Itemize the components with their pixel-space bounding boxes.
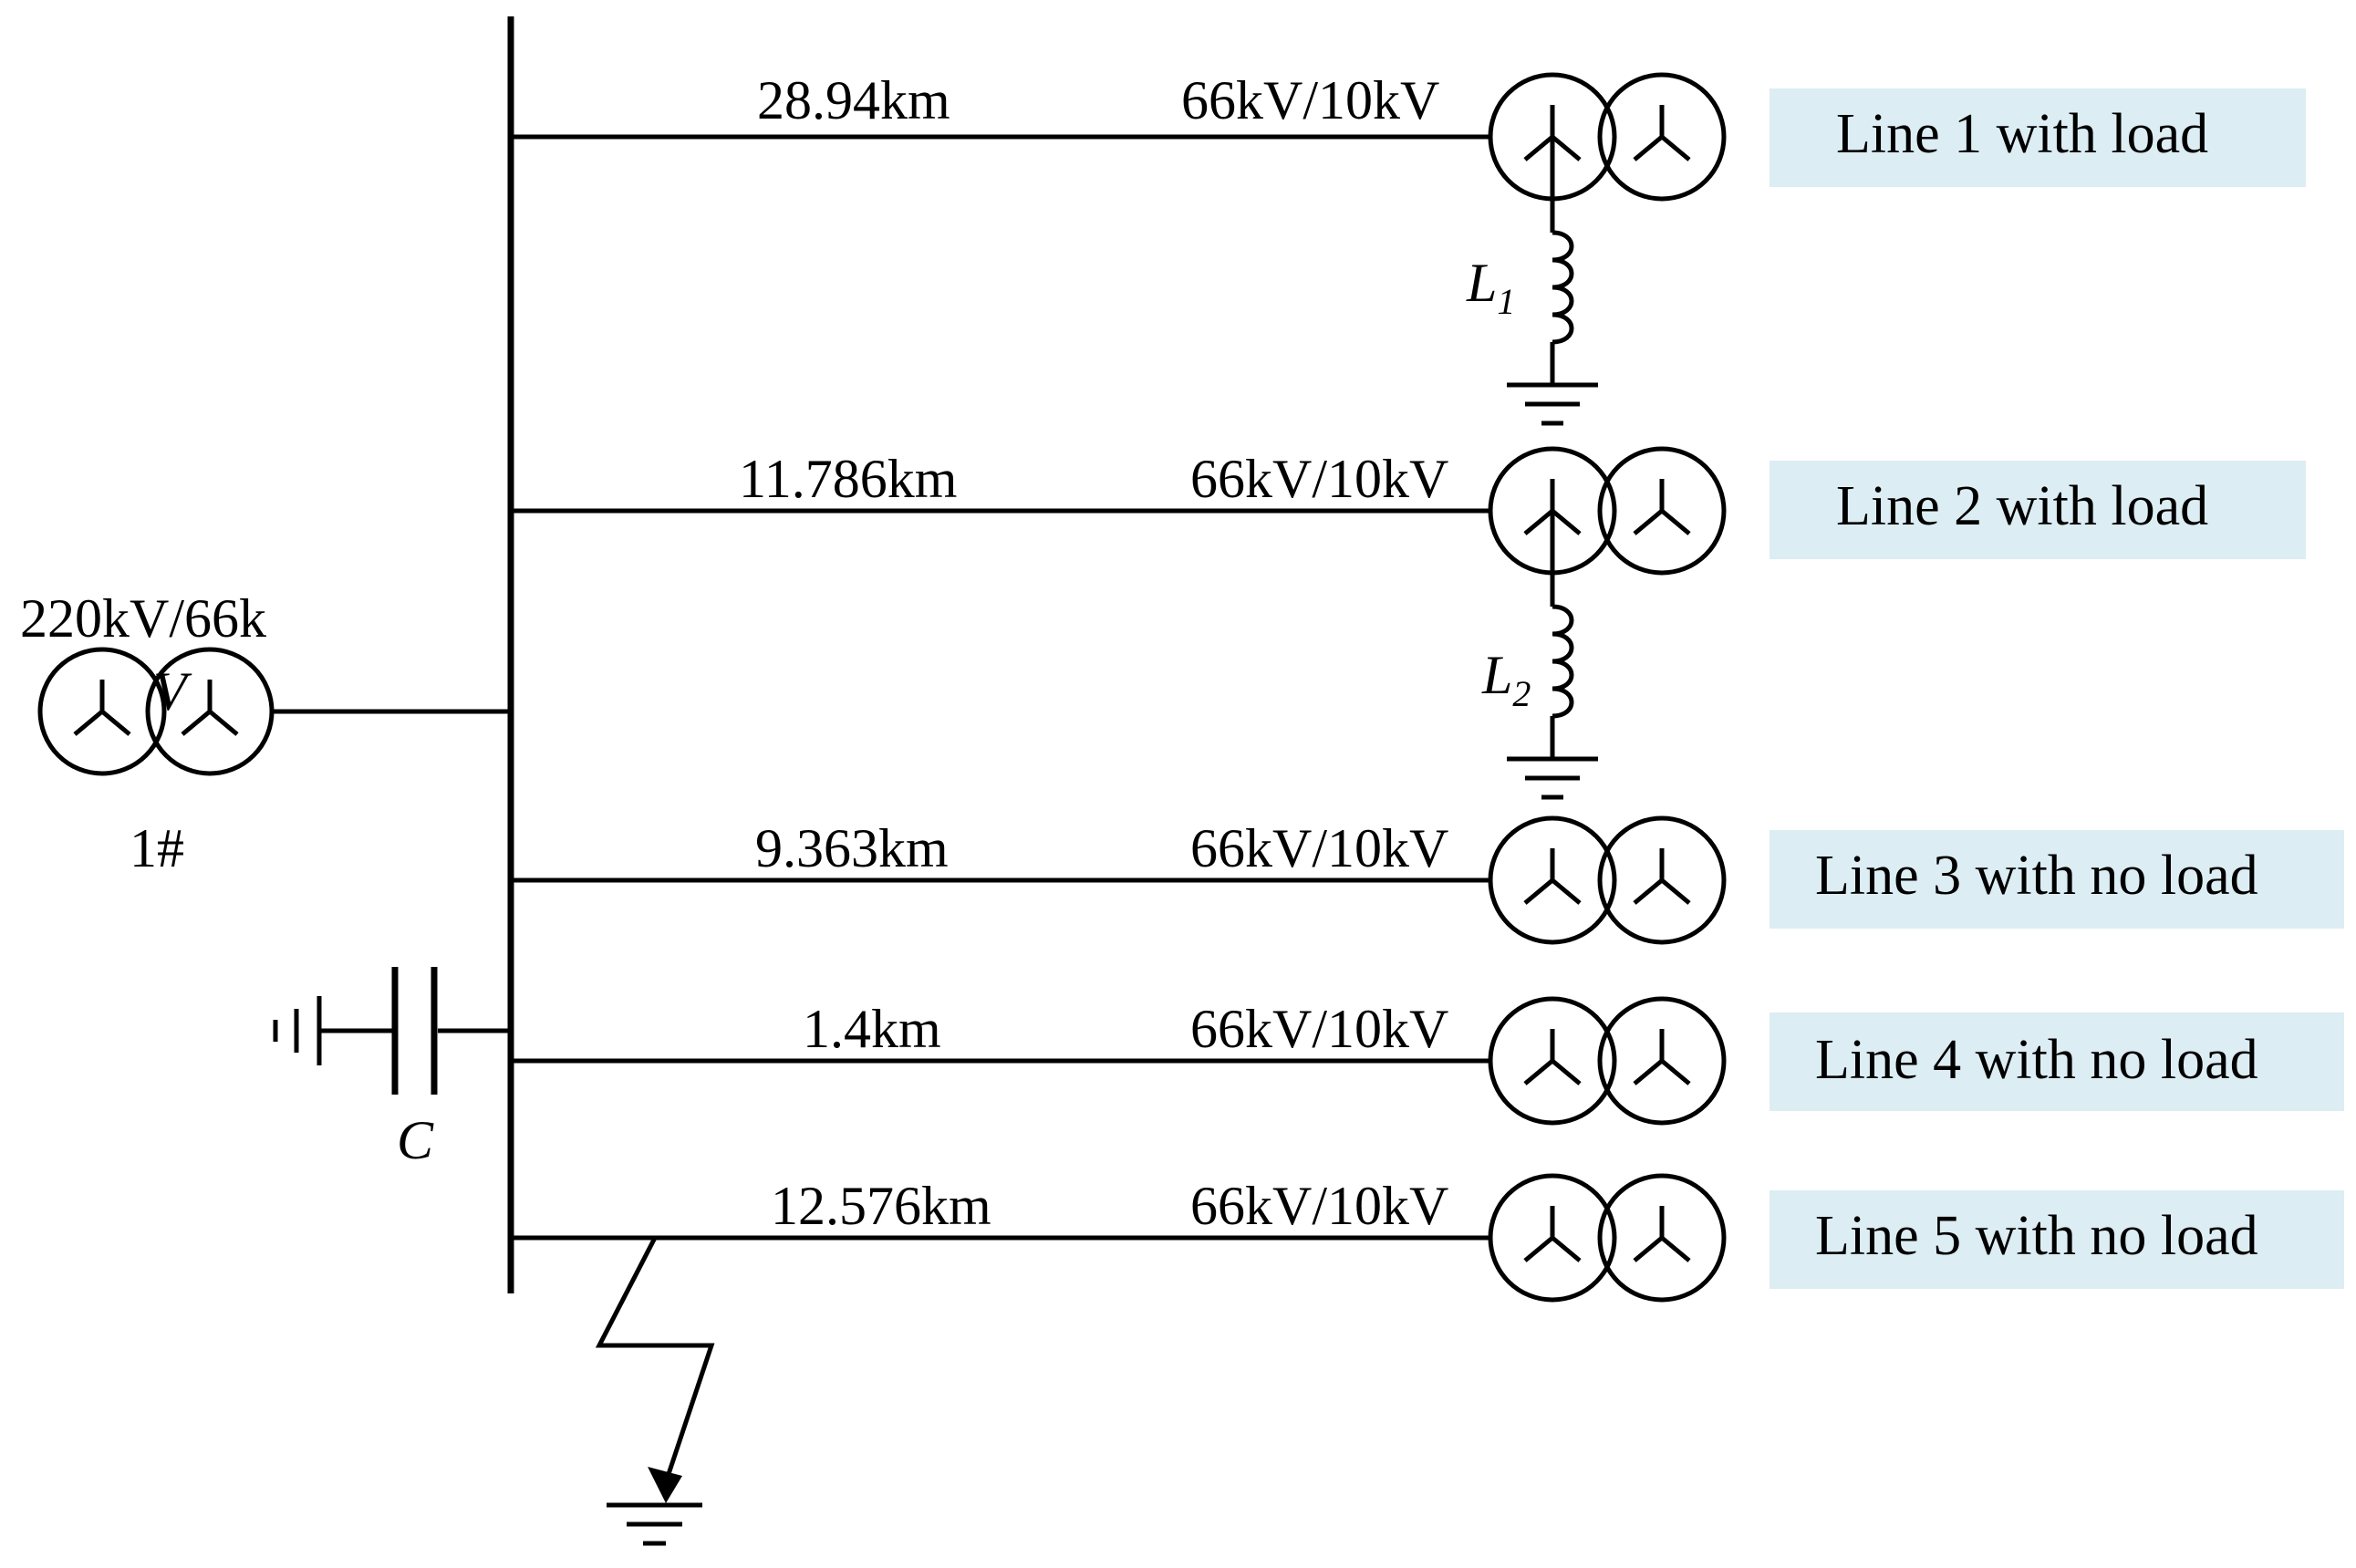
line-1-status: Line 1 with load — [1836, 103, 2208, 165]
source-transformer-rating-wrap: V — [153, 661, 192, 722]
line-1-status-box — [1770, 88, 2306, 187]
neutral-inductor-2 — [1507, 511, 1598, 800]
line-3-status: Line 3 with no load — [1815, 845, 2258, 907]
inductor-2-label: L2 — [1481, 645, 1531, 714]
feeder-line-4 — [511, 996, 1727, 1126]
line-4-status: Line 4 with no load — [1815, 1029, 2258, 1091]
line-5-status: Line 5 with no load — [1815, 1205, 2258, 1267]
line-2-rating: 66kV/10kV — [1190, 449, 1448, 509]
source-transformer-label: 1# — [130, 818, 184, 878]
line-2-status: Line 2 with load — [1836, 475, 2208, 537]
source-transformer-rating: 220kV/66k — [20, 588, 266, 649]
capacitor-label: C — [397, 1110, 434, 1170]
inductor-1-label: L1 — [1466, 253, 1515, 322]
neutral-inductor-1 — [1507, 137, 1598, 426]
ground-fault-symbol — [595, 1236, 715, 1546]
source-transformer — [37, 647, 511, 776]
feeder-line-2 — [511, 446, 1727, 576]
line-4-length: 1.4km — [803, 999, 941, 1059]
line-3-rating: 66kV/10kV — [1190, 818, 1448, 878]
line-4-status-box — [1770, 1012, 2344, 1111]
line-3-length: 9.363km — [755, 818, 949, 878]
line-1-length: 28.94km — [757, 70, 950, 130]
line-4-rating: 66kV/10kV — [1190, 999, 1448, 1059]
feeder-line-1 — [511, 72, 1727, 202]
feeder-line-5 — [511, 1173, 1727, 1303]
line-1-rating: 66kV/10kV — [1181, 70, 1439, 130]
feeder-line-3 — [511, 815, 1727, 945]
line-3-status-box — [1770, 830, 2344, 929]
line-2-length: 11.786km — [739, 449, 957, 509]
capacitor-bank — [273, 967, 511, 1095]
line-5-length: 12.576km — [771, 1176, 991, 1236]
line-2-status-box — [1770, 461, 2306, 559]
line-5-rating: 66kV/10kV — [1190, 1176, 1448, 1236]
line-5-status-box — [1770, 1190, 2344, 1289]
